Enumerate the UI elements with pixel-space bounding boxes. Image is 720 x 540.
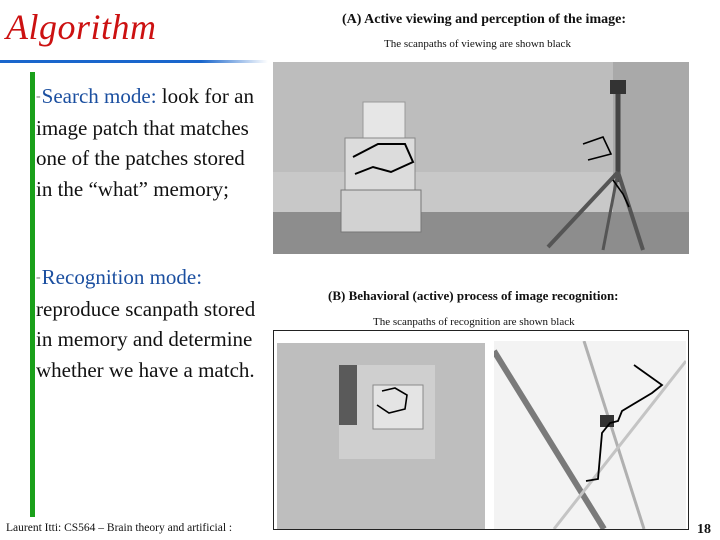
figure-b-left-patch	[277, 343, 485, 529]
figure-a-subcaption: The scanpaths of viewing are shown black	[384, 38, 571, 50]
page-number: 18	[697, 522, 711, 537]
figure-b-caption: (B) Behavioral (active) process of image…	[328, 288, 619, 303]
accent-bar	[30, 72, 35, 517]
bullet-recognition-mode: -Recognition mode: reproduce scanpath st…	[36, 262, 256, 385]
figure-a-image	[273, 62, 689, 254]
bullet-text: reproduce scanpath stored in memory and …	[36, 296, 256, 382]
figure-a-caption: (A) Active viewing and perception of the…	[342, 12, 626, 27]
footer-text: Laurent Itti: CS564 – Brain theory and a…	[6, 522, 233, 534]
bullet-dash: -	[36, 270, 41, 285]
title-underline	[0, 60, 268, 63]
slide-title: Algorithm	[6, 7, 157, 47]
bullet-mode-label: Search mode:	[41, 84, 157, 108]
bullet-mode-label: Recognition mode:	[41, 265, 203, 289]
figure-b-image	[273, 330, 689, 530]
bullet-search-mode: -Search mode: look for an image patch th…	[36, 81, 256, 204]
figure-b-subcaption: The scanpaths of recognition are shown b…	[373, 316, 575, 328]
bullet-text: look for an image patch that matches one…	[36, 84, 254, 201]
figure-b-right-patch	[494, 341, 686, 529]
bullet-dash: -	[36, 89, 41, 104]
